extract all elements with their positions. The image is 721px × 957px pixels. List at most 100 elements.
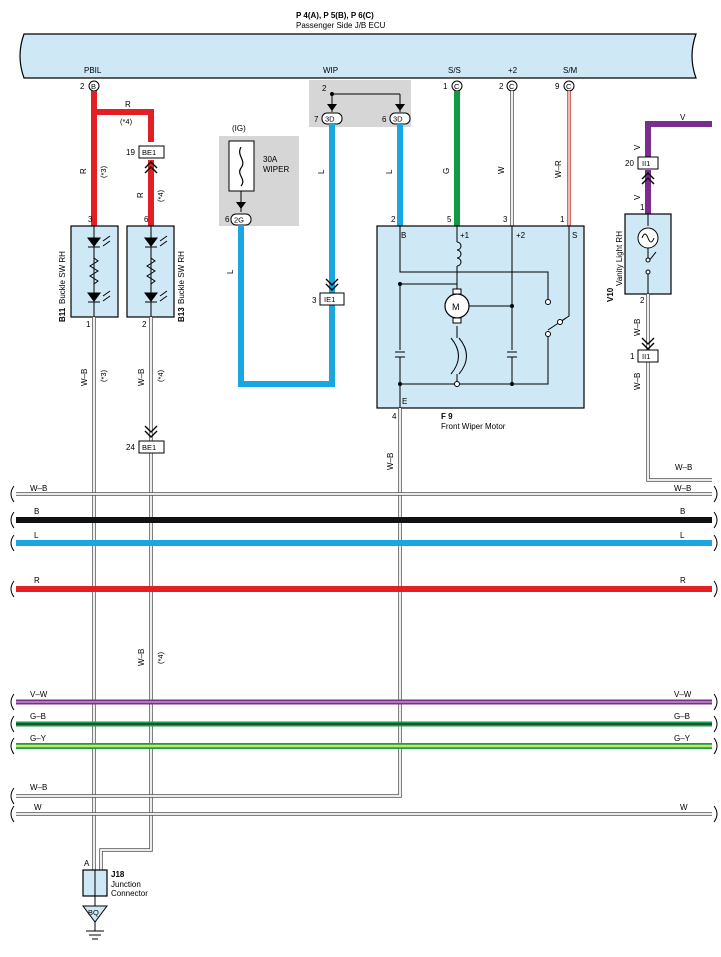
ii1-top-name: II1 <box>642 159 650 168</box>
bus-gy: G–Y G–Y <box>16 734 712 749</box>
ii1-top-chevron <box>641 172 655 180</box>
ie1-chevron <box>325 278 339 286</box>
wire-label: W–B <box>386 453 395 470</box>
be1-top-box <box>138 145 165 159</box>
wire-label: G <box>442 168 451 174</box>
wire-label: W–R <box>554 160 563 178</box>
ecu-pin-sm: 9 <box>555 82 560 91</box>
f9-term: +1 <box>460 231 470 240</box>
wire-label: L <box>385 169 394 174</box>
ecu-term-ss: S/S <box>448 66 461 75</box>
wire-label: L <box>317 169 326 174</box>
f9-pin-bottom: 4 <box>392 412 397 421</box>
ecu-conn-sm: C <box>566 82 572 91</box>
bus-label-right: B <box>680 507 685 516</box>
wire-label: V <box>633 194 642 200</box>
bus-label-left: G–B <box>30 712 46 721</box>
bus-label-right: G–Y <box>674 734 691 743</box>
v10-pin-top: 1 <box>640 203 645 212</box>
fuse-icon <box>228 140 255 192</box>
b13-pin-bottom: 2 <box>142 320 147 329</box>
wire-note: (*3) <box>99 165 108 178</box>
f9-motor-brush <box>452 288 462 295</box>
wire-r-main <box>91 91 154 142</box>
wip-arrow <box>327 104 337 111</box>
f9-switch-contact <box>545 331 551 337</box>
wire-wb-b13-outer <box>99 317 153 870</box>
j18-name1: Junction <box>111 880 141 889</box>
ii1-top-chevron <box>641 177 655 185</box>
wire-note: (*4) <box>120 117 133 126</box>
ii1-top-box <box>637 156 659 170</box>
wip-pin-left: 7 <box>314 115 319 124</box>
ground-label: BQ <box>88 908 99 917</box>
wire-label: W–B <box>633 373 642 390</box>
b11-name: Buckle SW RH <box>58 251 67 304</box>
f9-pin: 1 <box>560 215 565 224</box>
wire-note: (*4) <box>156 369 165 382</box>
f9-nodes <box>398 282 514 386</box>
bus-b: B B <box>16 507 712 523</box>
ecu-name: Passenger Side J/B ECU <box>296 21 386 30</box>
bus-label-left: G–Y <box>30 734 47 743</box>
wire-wb-v10-outer <box>646 294 712 482</box>
be1-top-chevron <box>144 166 158 174</box>
bus-label-right: R <box>680 576 686 585</box>
b11-pin-bottom: 1 <box>86 320 91 329</box>
b11-internals <box>87 226 111 317</box>
be1-bottom-chevron <box>144 425 158 433</box>
ecu-term-pbil: PBIL <box>84 66 102 75</box>
ecu-conn-plus2: C <box>509 82 515 91</box>
f9-switch-contact <box>545 299 551 305</box>
bus-label-left: W–B <box>30 783 47 792</box>
bus-l: L L <box>16 531 712 546</box>
ecu-pin-pbil: 2 <box>80 82 85 91</box>
ii1-top-pin: 20 <box>625 159 634 168</box>
bus-label-left: L <box>34 531 39 540</box>
wire-label: R <box>79 168 88 174</box>
wire-wb-b13-inner <box>100 317 152 870</box>
fuse-name: WIPER <box>263 165 289 174</box>
ecu-conn-ss: C <box>454 82 460 91</box>
be1-bottom-chevron <box>144 430 158 438</box>
f9-pin: 5 <box>447 215 452 224</box>
fuse-element <box>239 146 244 187</box>
bus-label-left: V–W <box>30 690 48 699</box>
wip-arrow <box>395 104 405 111</box>
bus-label-right: L <box>680 531 685 540</box>
ii1-bottom-name: II1 <box>642 352 650 361</box>
bus-label-right: W–B <box>674 484 691 493</box>
v10-name: Vanity Light RH <box>615 231 624 286</box>
wire-note: (*4) <box>156 651 165 664</box>
bus-label-right: G–B <box>674 712 690 721</box>
fuse-group: (IG) <box>232 124 246 133</box>
v10-switch-contact <box>645 269 651 275</box>
f9-switch-contact <box>557 319 563 325</box>
be1-bottom-pin: 24 <box>126 443 135 452</box>
ecu-title: P 4(A), P 5(B), P 6(C) <box>296 11 374 20</box>
ie1-pin: 3 <box>312 296 317 305</box>
wire-wb-motor-outer <box>16 408 402 798</box>
bus-gb: G–B G–B <box>16 712 712 727</box>
wire-l-fuse <box>238 225 335 387</box>
ie1-name: IE1 <box>324 295 335 304</box>
b13-internals <box>144 226 168 317</box>
b13-name: Buckle SW RH <box>177 251 186 304</box>
f9-code: F 9 <box>441 412 453 421</box>
ecu-term-plus2: +2 <box>508 66 518 75</box>
v10-pin-bottom: 2 <box>640 296 645 305</box>
ecu-conn-pbil: B <box>91 82 96 91</box>
ecu-body <box>19 33 697 79</box>
j18-pin: A <box>84 859 90 868</box>
f9-motor-brush <box>452 317 462 324</box>
b13-pin-top: 6 <box>144 215 149 224</box>
be1-bottom-name: BE1 <box>142 443 156 452</box>
bus-label-left: R <box>34 576 40 585</box>
wire-label: W–B <box>80 369 89 386</box>
fuse-rating: 30A <box>263 155 278 164</box>
bus-vw: V–W V–W <box>16 690 712 705</box>
f9-internals <box>395 226 570 408</box>
f9-pin: 2 <box>391 215 396 224</box>
bus-r: R R <box>16 576 712 592</box>
ground-point <box>82 905 108 923</box>
